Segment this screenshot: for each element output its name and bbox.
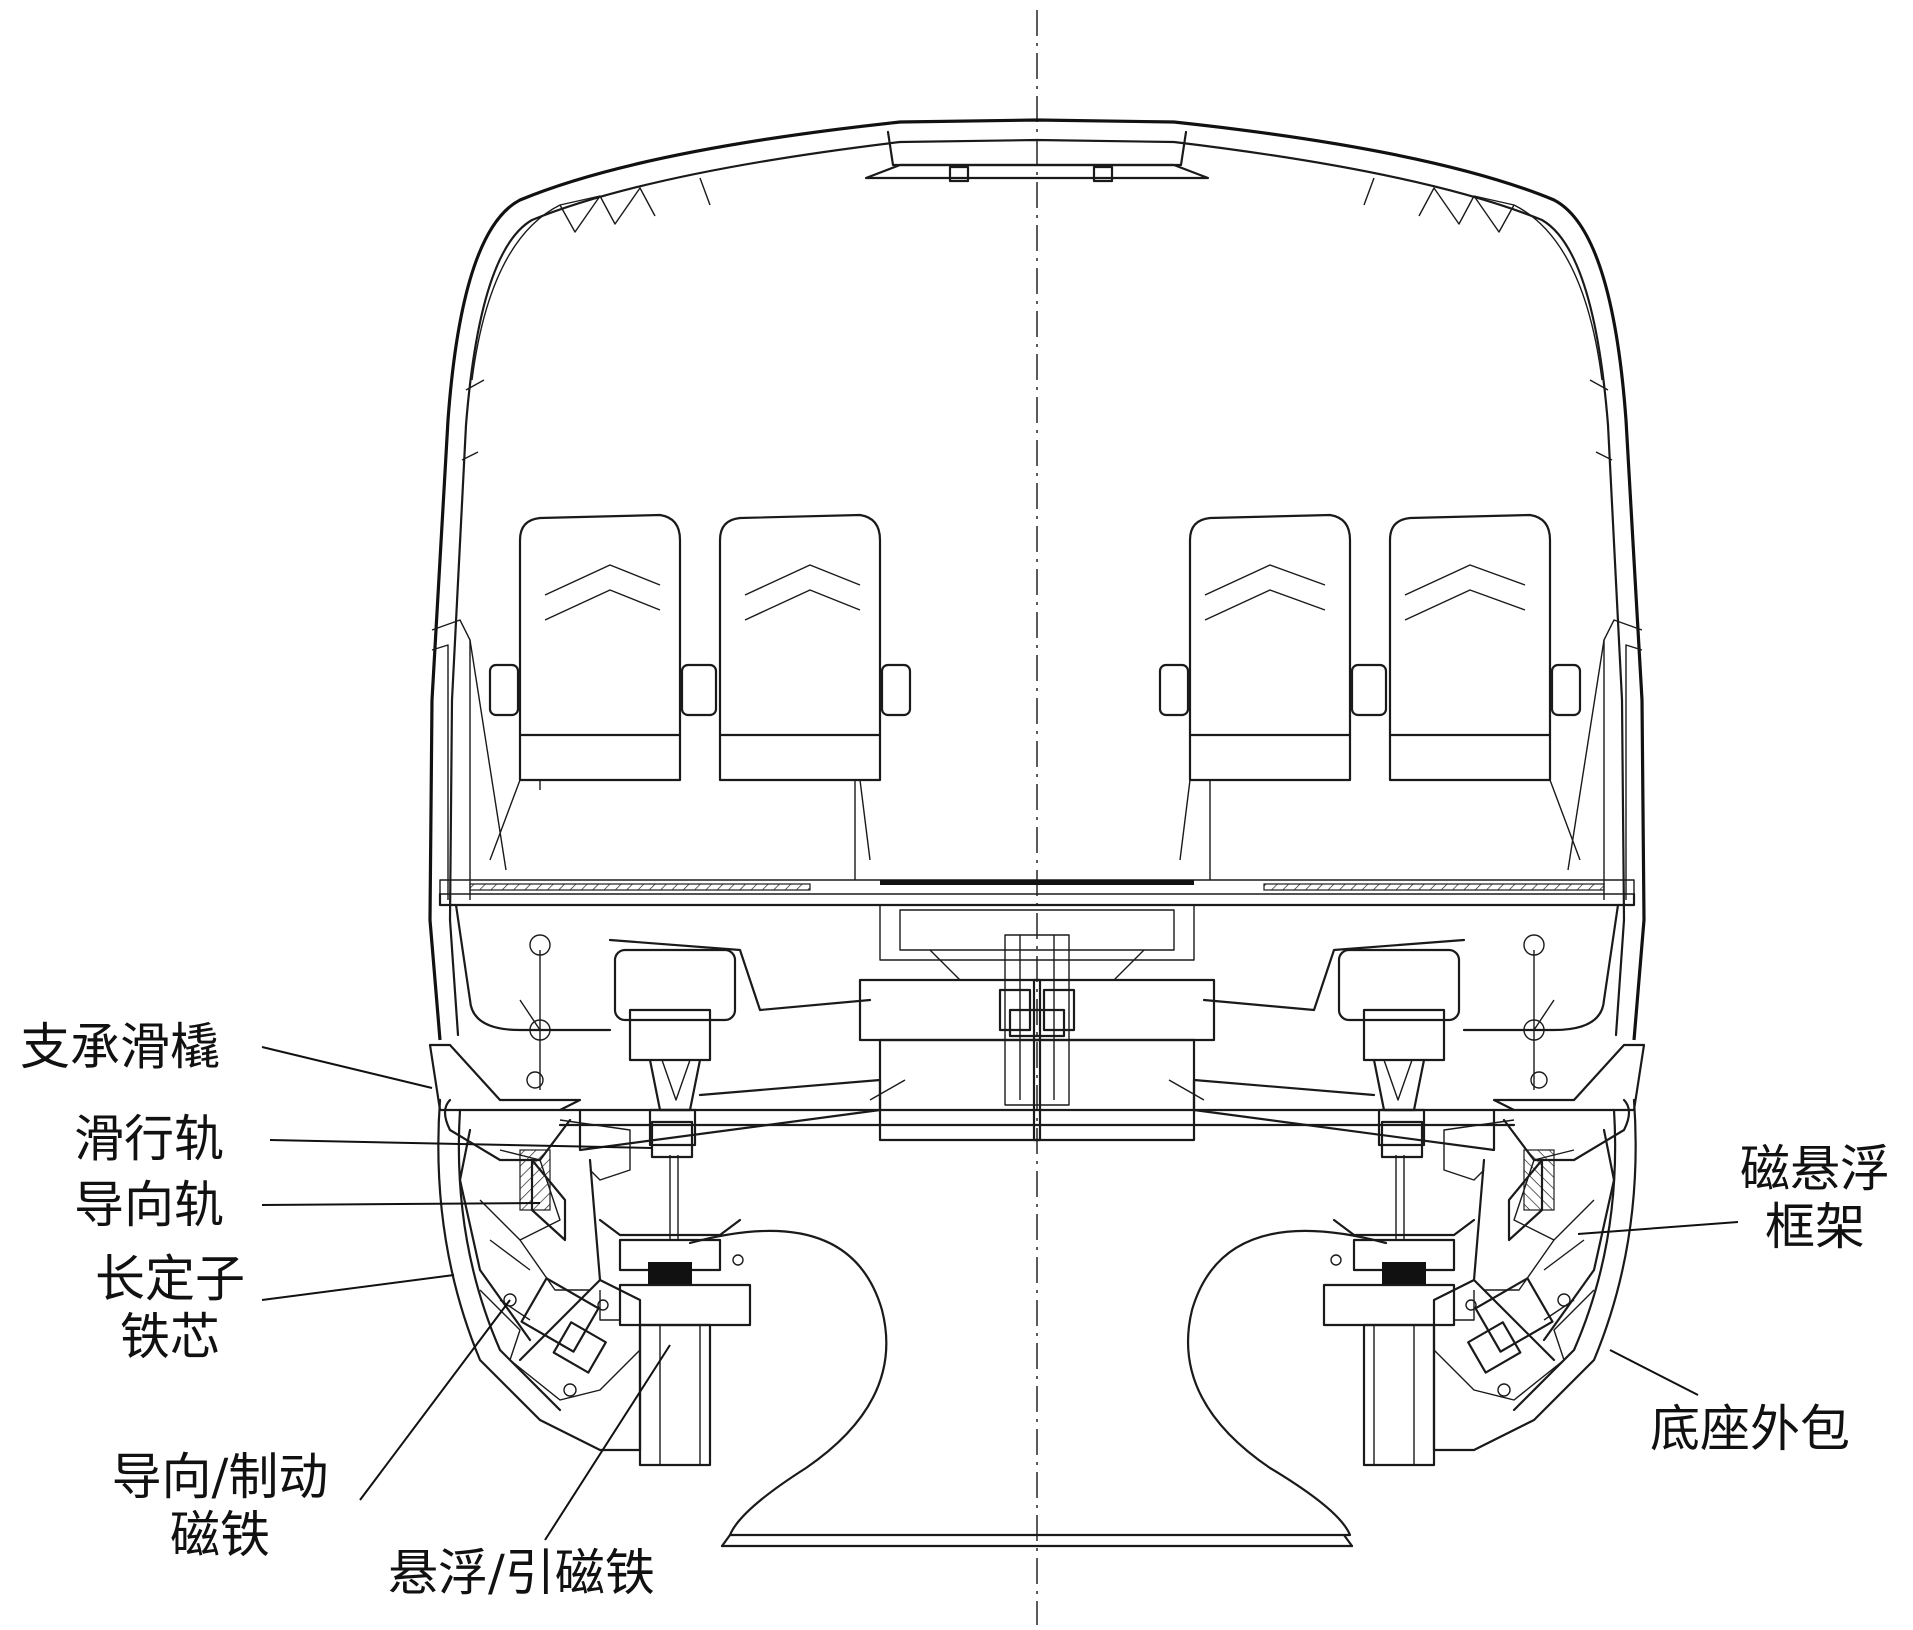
label-maglev-frame-line1: 磁悬浮 (1740, 1140, 1890, 1198)
levitation-magnet-left (597, 1120, 752, 1467)
leader-guide-brake (359, 1299, 511, 1501)
undercarriage-right (1032, 903, 1646, 1467)
leader-slide-rail (269, 1139, 653, 1149)
label-long-stator-line1: 长定子 (95, 1250, 245, 1308)
undercarriage-left (428, 903, 1042, 1362)
label-maglev-frame: 磁悬浮 框架 (1730, 1140, 1900, 1256)
seat-group-left (488, 513, 912, 880)
leader-lines (261, 1046, 1739, 1541)
seat-group-right (1158, 513, 1582, 880)
leader-base-cover (1609, 1349, 1699, 1396)
label-long-stator-line2: 铁芯 (120, 1308, 220, 1366)
label-guide-brake: 导向/制动 磁铁 (80, 1448, 360, 1564)
label-maglev-frame-line2: 框架 (1765, 1198, 1865, 1256)
label-guide-brake-line1: 导向/制动 (111, 1448, 329, 1506)
central-crossbeam (558, 934, 1516, 1127)
label-guide-rail: 导向轨 (74, 1176, 224, 1234)
car-body-shell (428, 118, 1646, 1041)
leader-maglev-frame (1577, 1221, 1739, 1235)
label-base-cover: 底座外包 (1650, 1400, 1850, 1458)
label-long-stator: 长定子 铁芯 (80, 1250, 260, 1366)
leader-guide-rail (261, 1202, 541, 1206)
leader-support-skid (261, 1046, 433, 1089)
guideway-beam (688, 1229, 1388, 1548)
leader-long-stator (261, 1274, 455, 1301)
leader-levitation (544, 1344, 671, 1541)
label-support-skid: 支承滑橇 (20, 1018, 220, 1076)
floor-structure (438, 879, 1636, 981)
label-guide-brake-line2: 磁铁 (170, 1506, 270, 1564)
label-levitation: 悬浮/引磁铁 (388, 1544, 655, 1602)
label-slide-rail: 滑行轨 (74, 1110, 224, 1168)
